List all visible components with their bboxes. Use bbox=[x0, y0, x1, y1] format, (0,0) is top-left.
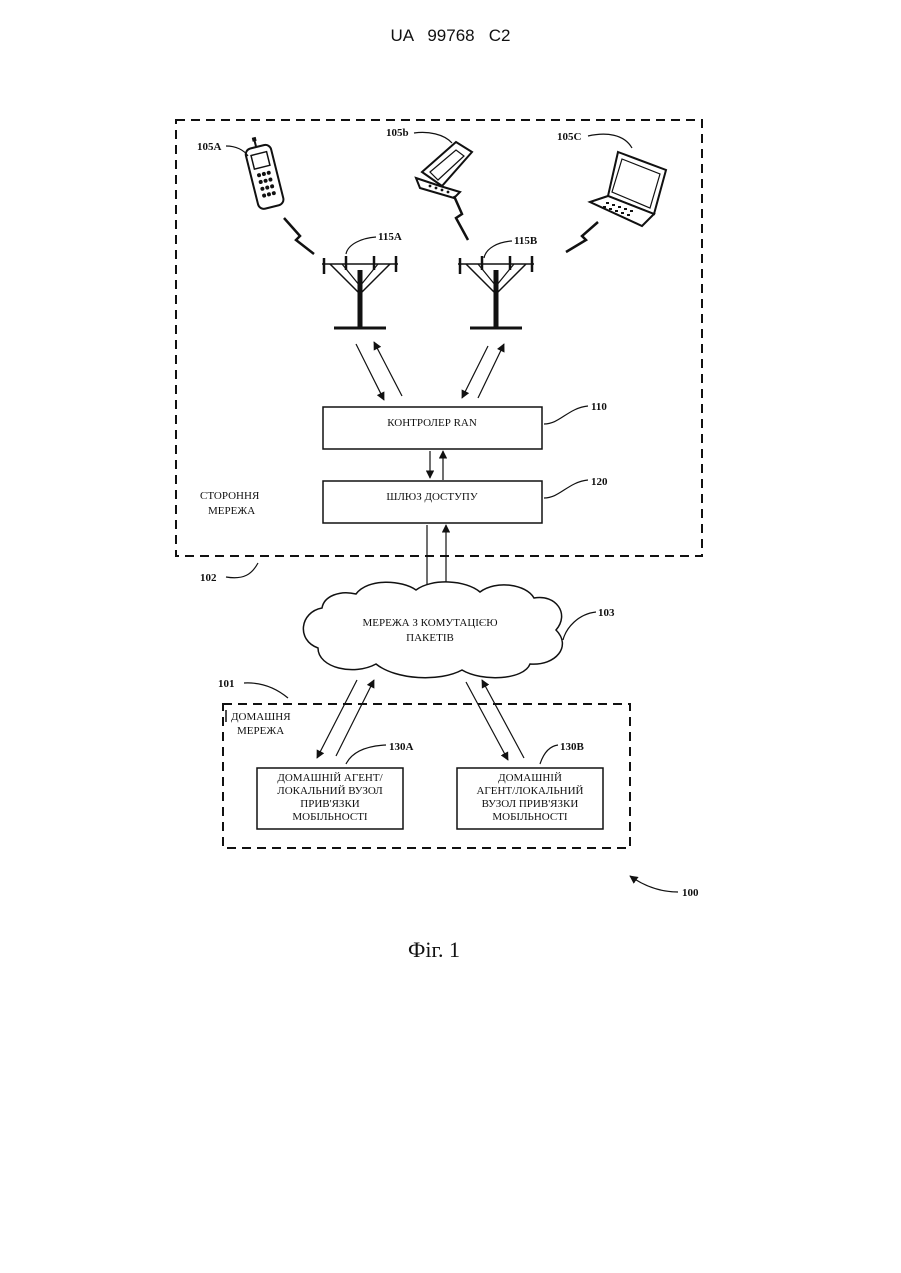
device-105a-ref: 105A bbox=[197, 141, 222, 153]
wireless-link-105c bbox=[566, 222, 598, 252]
home-network-label-line2: МЕРЕЖА bbox=[237, 725, 284, 737]
arrow-agent-b-to-packet-network bbox=[482, 680, 524, 758]
packet-network-label-line1: МЕРЕЖА З КОМУТАЦІЄЮ bbox=[362, 617, 497, 629]
figure-caption: Фіг. 1 bbox=[408, 937, 460, 962]
home-agent-b-label-line1: ДОМАШНІЙ bbox=[498, 772, 562, 784]
foreign-network-label-line1: СТОРОННЯ bbox=[200, 490, 260, 502]
wireless-link-105a bbox=[284, 218, 314, 254]
home-agent-a-label-line4: МОБІЛЬНОСТІ bbox=[292, 811, 368, 823]
home-agent-b-ref: 130B bbox=[560, 741, 585, 753]
foreign-network-ref: 102 bbox=[200, 572, 217, 584]
packet-network-ref: 103 bbox=[598, 607, 615, 619]
flip-phone-icon bbox=[416, 142, 472, 198]
tower-115b-ref: 115B bbox=[514, 235, 538, 247]
home-agent-b-label-line4: МОБІЛЬНОСТІ bbox=[492, 811, 568, 823]
device-105b-ref: 105b bbox=[386, 127, 409, 139]
arrow-packet-network-to-agent-b bbox=[466, 682, 508, 760]
packet-network-label-line2: ПАКЕТІВ bbox=[406, 632, 454, 644]
arrow-tower-b-to-ran bbox=[462, 346, 488, 398]
device-105c-ref: 105C bbox=[557, 131, 582, 143]
system-ref: 100 bbox=[682, 887, 699, 899]
cell-tower-icon bbox=[322, 256, 398, 328]
arrow-agent-a-to-packet-network bbox=[336, 680, 374, 756]
laptop-icon bbox=[590, 152, 666, 226]
ran-controller-ref: 110 bbox=[591, 401, 607, 413]
ran-controller-label: КОНТРОЛЕР RAN bbox=[387, 417, 477, 429]
wireless-link-105b bbox=[454, 196, 468, 240]
home-agent-a-label-line1: ДОМАШНІЙ АГЕНТ/ bbox=[277, 772, 383, 784]
home-network-ref: 101 bbox=[218, 678, 235, 690]
home-agent-a-label-line2: ЛОКАЛЬНИЙ ВУЗОЛ bbox=[277, 785, 383, 797]
home-agent-a-ref: 130A bbox=[389, 741, 414, 753]
foreign-network-label-line2: МЕРЕЖА bbox=[208, 505, 255, 517]
access-gateway-ref: 120 bbox=[591, 476, 608, 488]
home-agent-a-label-line3: ПРИВ'ЯЗКИ bbox=[300, 798, 360, 810]
arrow-ran-to-tower-b bbox=[478, 344, 504, 398]
mobile-phone-icon bbox=[242, 134, 285, 210]
packet-network-cloud bbox=[303, 582, 562, 678]
arrow-packet-network-to-agent-a bbox=[317, 680, 357, 758]
access-gateway-label: ШЛЮЗ ДОСТУПУ bbox=[386, 491, 477, 503]
cell-tower-icon bbox=[458, 256, 534, 328]
home-agent-b-label-line3: ВУЗОЛ ПРИВ'ЯЗКИ bbox=[482, 798, 579, 810]
home-network-label-line1: ДОМАШНЯ bbox=[231, 711, 291, 723]
tower-115a-ref: 115A bbox=[378, 231, 402, 243]
home-agent-b-label-line2: АГЕНТ/ЛОКАЛЬНИЙ bbox=[476, 785, 583, 797]
